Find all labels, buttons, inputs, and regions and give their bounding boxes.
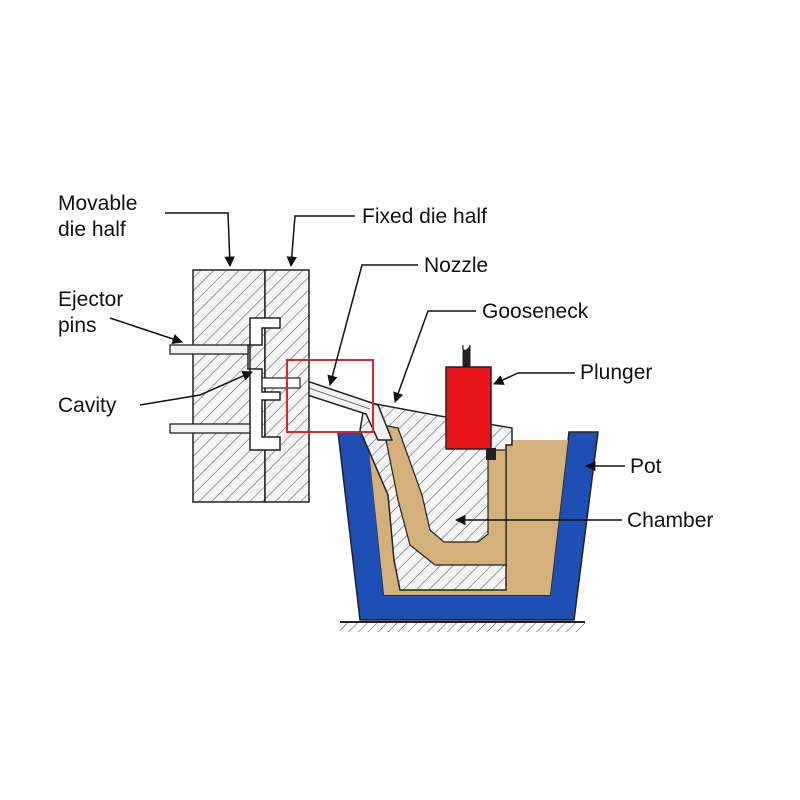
label-plunger: Plunger [580, 361, 653, 384]
leader-plunger [493, 372, 575, 385]
label-pot: Pot [630, 455, 662, 478]
leader-ejector [109, 317, 183, 344]
plunger-rod [462, 344, 471, 369]
nozzle-bore [299, 384, 371, 410]
ejector-pin-upper [169, 344, 249, 355]
label-gooseneck: Gooseneck [482, 300, 589, 323]
nozzle-tube [297, 376, 394, 441]
leader-gooseneck [393, 310, 476, 403]
chamber-channel [382, 424, 507, 566]
ground-hatch [340, 622, 585, 632]
cavity [247, 317, 281, 451]
plunger-shaft [486, 448, 496, 460]
label-ejector-line1: Ejector [58, 288, 124, 311]
label-ejector-pins: Ejector pins [58, 287, 123, 339]
label-chamber: Chamber [627, 509, 714, 532]
label-movable-line2: die half [58, 218, 126, 241]
leader-nozzle [327, 264, 418, 387]
leader-movable [165, 212, 235, 268]
label-ejector-line2: pins [58, 314, 97, 337]
label-nozzle: Nozzle [424, 254, 489, 277]
nozzle-highlight-box [286, 359, 374, 433]
label-fixed-die-half: Fixed die half [362, 205, 487, 228]
leader-cavity [139, 371, 253, 406]
label-movable-line1: Movable [58, 192, 138, 215]
label-cavity: Cavity [58, 394, 117, 417]
sprue-channel [261, 377, 301, 389]
leader-fixed [286, 215, 355, 268]
ejector-pin-lower [169, 423, 251, 434]
plunger [445, 366, 492, 450]
label-movable-die-half: Movable die half [58, 191, 137, 243]
